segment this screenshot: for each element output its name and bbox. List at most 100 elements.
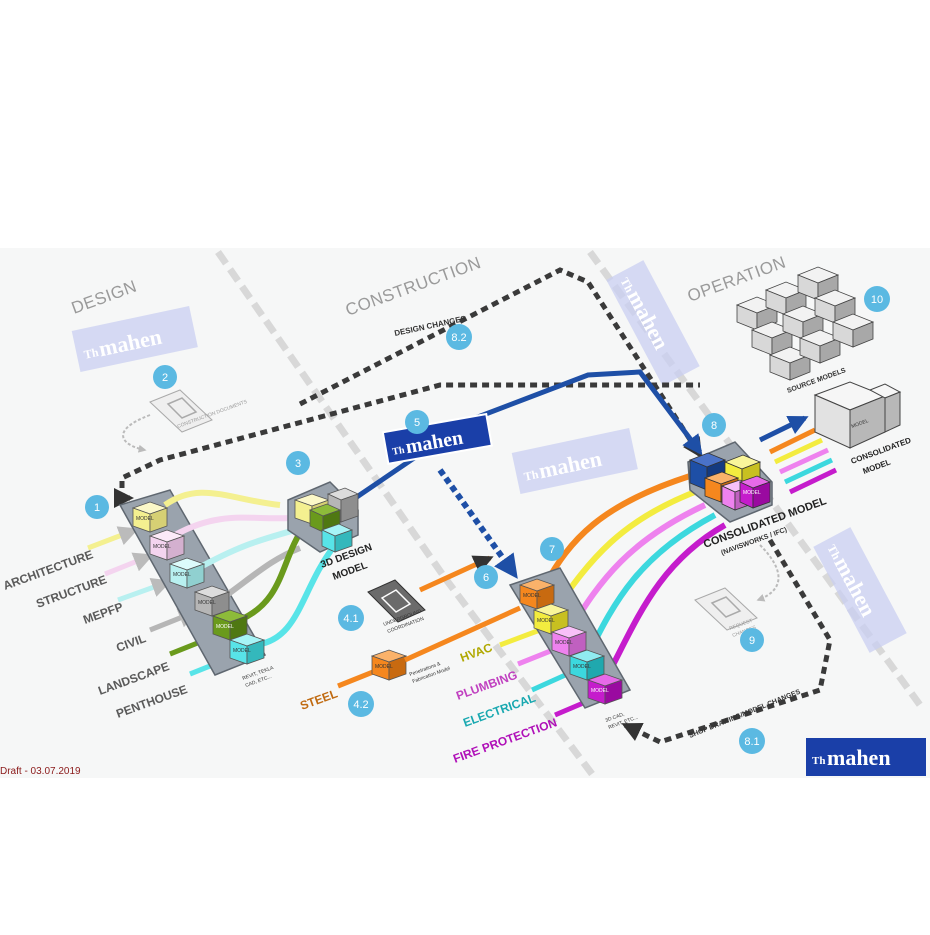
hvac-cube: MODEL: [532, 603, 570, 635]
svg-text:MODEL: MODEL: [573, 664, 591, 670]
output-flow-orange: [768, 427, 817, 455]
svg-text:MODEL: MODEL: [233, 648, 251, 654]
svg-text:5: 5: [414, 417, 420, 429]
svg-text:MODEL: MODEL: [173, 572, 191, 578]
source-model-cube: [831, 313, 875, 348]
step-bubble-7: 7: [540, 537, 564, 561]
source-model-cube: [764, 281, 808, 316]
source-model-cube: [781, 305, 825, 340]
design-model-block: [287, 481, 360, 553]
output-flow-pink: [778, 447, 830, 475]
penthouse-flow: [254, 543, 338, 648]
consolidated-model-white-block: MODEL: [813, 381, 902, 449]
steel-to-hub-flow: [403, 605, 522, 663]
svg-text:3: 3: [295, 458, 301, 470]
watermark-logo: Th mahen: [71, 306, 198, 373]
svg-text:mahen: mahen: [827, 745, 891, 770]
electrical-cube: MODEL: [568, 649, 606, 681]
svg-text:MODEL: MODEL: [537, 618, 555, 624]
design-changes-loop-upper: [298, 267, 703, 459]
source-model-cube: [735, 296, 779, 331]
watermark-logo: Th mahen: [511, 428, 638, 495]
svg-text:4.2: 4.2: [353, 699, 368, 711]
svg-text:6: 6: [483, 572, 489, 584]
source-model-cube: [768, 346, 812, 381]
hvac-input-arrow: [499, 627, 541, 648]
fire-output-flow: [602, 522, 727, 682]
plumbing-cube: MODEL: [550, 625, 588, 657]
svg-text:Th: Th: [812, 755, 825, 767]
svg-text:1: 1: [94, 502, 100, 514]
svg-text:8.1: 8.1: [744, 736, 759, 748]
output-flow-yellow: [773, 437, 824, 465]
svg-text:8.2: 8.2: [451, 332, 466, 344]
draft-date: Draft - 03.07.2019: [0, 766, 81, 777]
mepfp-flow: [193, 527, 296, 573]
svg-text:Th: Th: [523, 467, 541, 484]
struct-input-arrow: [104, 552, 154, 577]
svg-text:Th: Th: [83, 345, 101, 362]
mepfp-input-arrow: [117, 578, 172, 603]
source-models-grid: [735, 266, 875, 381]
steel-model-cube: MODEL: [518, 578, 556, 610]
svg-text:MODEL: MODEL: [136, 516, 154, 522]
consolidated-model-block: MODEL: [687, 441, 773, 523]
step-bubble-5: 5: [405, 410, 429, 434]
step-bubble-2: 2: [153, 365, 177, 389]
step-bubble-9: 9: [740, 628, 764, 652]
underground-coordination-icon: UNDERGROUND COORDINATION: [367, 579, 426, 635]
arch-flow: [163, 489, 281, 508]
svg-text:MODEL: MODEL: [743, 490, 761, 496]
struct-cube: MODEL: [148, 529, 186, 561]
svg-text:MODEL: MODEL: [375, 664, 393, 670]
civil-cube: MODEL: [193, 585, 231, 617]
construction-docs-flow: [122, 414, 151, 453]
penthouse-cube: MODEL: [228, 633, 266, 665]
svg-text:Th: Th: [825, 542, 844, 562]
output-flow-blue: [758, 415, 809, 443]
step-bubble-1: 1: [85, 495, 109, 519]
svg-text:8: 8: [711, 420, 717, 432]
step-bubble-8-1: 8.1: [739, 728, 765, 754]
output-flow-magenta: [788, 467, 838, 495]
svg-text:10: 10: [871, 294, 883, 306]
struct-flow: [173, 514, 291, 538]
construction-cubes: MODEL MODEL MODEL MODEL MODEL: [518, 578, 624, 705]
svg-text:Th: Th: [392, 445, 406, 458]
design-cubes: MODEL MODEL MODEL MODEL MODEL: [131, 501, 266, 665]
arch-cube: MODEL: [131, 501, 169, 533]
request-changes-flow: [756, 544, 780, 602]
svg-text:9: 9: [749, 635, 755, 647]
step-5-logo-box: Th mahen: [381, 412, 493, 465]
step-bubble-3: 3: [286, 451, 310, 475]
svg-text:Th: Th: [618, 275, 637, 295]
step-bubbles: 1 2 3 4.1 4.2 5 6 7 8 8.1 8.2 9 10: [85, 286, 890, 754]
step-bubble-4-1: 4.1: [338, 605, 364, 631]
svg-text:MODEL: MODEL: [198, 600, 216, 606]
design-changes-loop-lower: [119, 382, 700, 500]
svg-text:MODEL: MODEL: [591, 688, 609, 694]
step-bubble-10: 10: [864, 286, 890, 312]
landscape-cube: MODEL: [211, 609, 249, 641]
source-model-cube: [798, 329, 842, 364]
svg-text:MODEL: MODEL: [216, 624, 234, 630]
fire-protection-cube: MODEL: [586, 673, 624, 705]
svg-text:MODEL: MODEL: [523, 593, 541, 599]
step-bubble-8-2: 8.2: [446, 324, 472, 350]
output-flow-cyan: [783, 457, 834, 485]
mepfp-cube: MODEL: [168, 557, 206, 589]
svg-text:4.1: 4.1: [343, 613, 358, 625]
step-bubble-4-2: 4.2: [348, 691, 374, 717]
underground-to-hub-flow: [418, 555, 494, 593]
brand-logo: Th mahen: [806, 738, 926, 776]
svg-text:2: 2: [162, 372, 168, 384]
step-bubble-6: 6: [474, 565, 498, 589]
arch-input-arrow: [87, 526, 139, 551]
steel-input-arrow: [337, 667, 379, 689]
svg-text:7: 7: [549, 544, 555, 556]
step-bubble-8: 8: [702, 413, 726, 437]
watermarks: Th mahen Th mahen Th mahen Th mahen: [71, 260, 907, 653]
shop-changes-loop: [621, 538, 833, 745]
